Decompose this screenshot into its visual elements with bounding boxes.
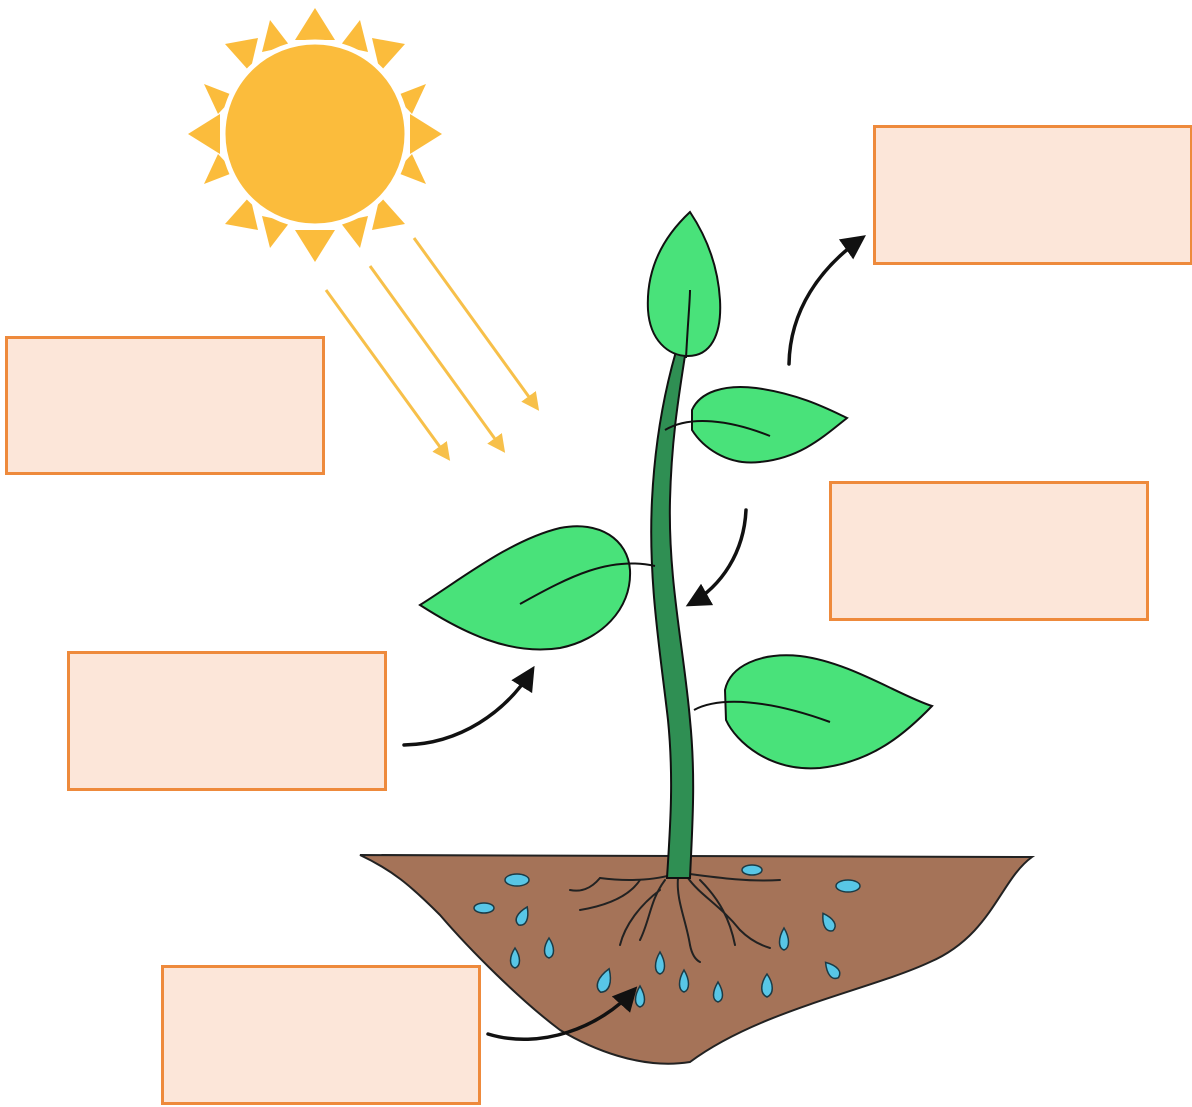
leaf-upper-right [665,387,847,463]
leaf-to-stem-arrow [690,510,746,604]
sun-disc [223,42,407,226]
sun-icon [188,8,442,262]
co2-in-arrow [404,670,532,745]
sunlight-arrow [370,266,503,450]
leaf-left [420,526,655,649]
sunlight-arrow [414,238,537,408]
oxygen-out-arrow [789,238,862,364]
stem-transport-label-box[interactable] [829,481,1149,621]
water-label-box[interactable] [161,965,481,1105]
leaf-top [648,212,720,358]
leaf-lower-right [694,655,932,768]
sunlight-arrows [326,238,537,458]
carbon-dioxide-label-box[interactable] [67,651,387,791]
sunlight-label-box[interactable] [5,336,325,475]
stem [651,320,693,878]
sunlight-arrow [326,290,448,458]
oxygen-label-box[interactable] [873,125,1192,265]
